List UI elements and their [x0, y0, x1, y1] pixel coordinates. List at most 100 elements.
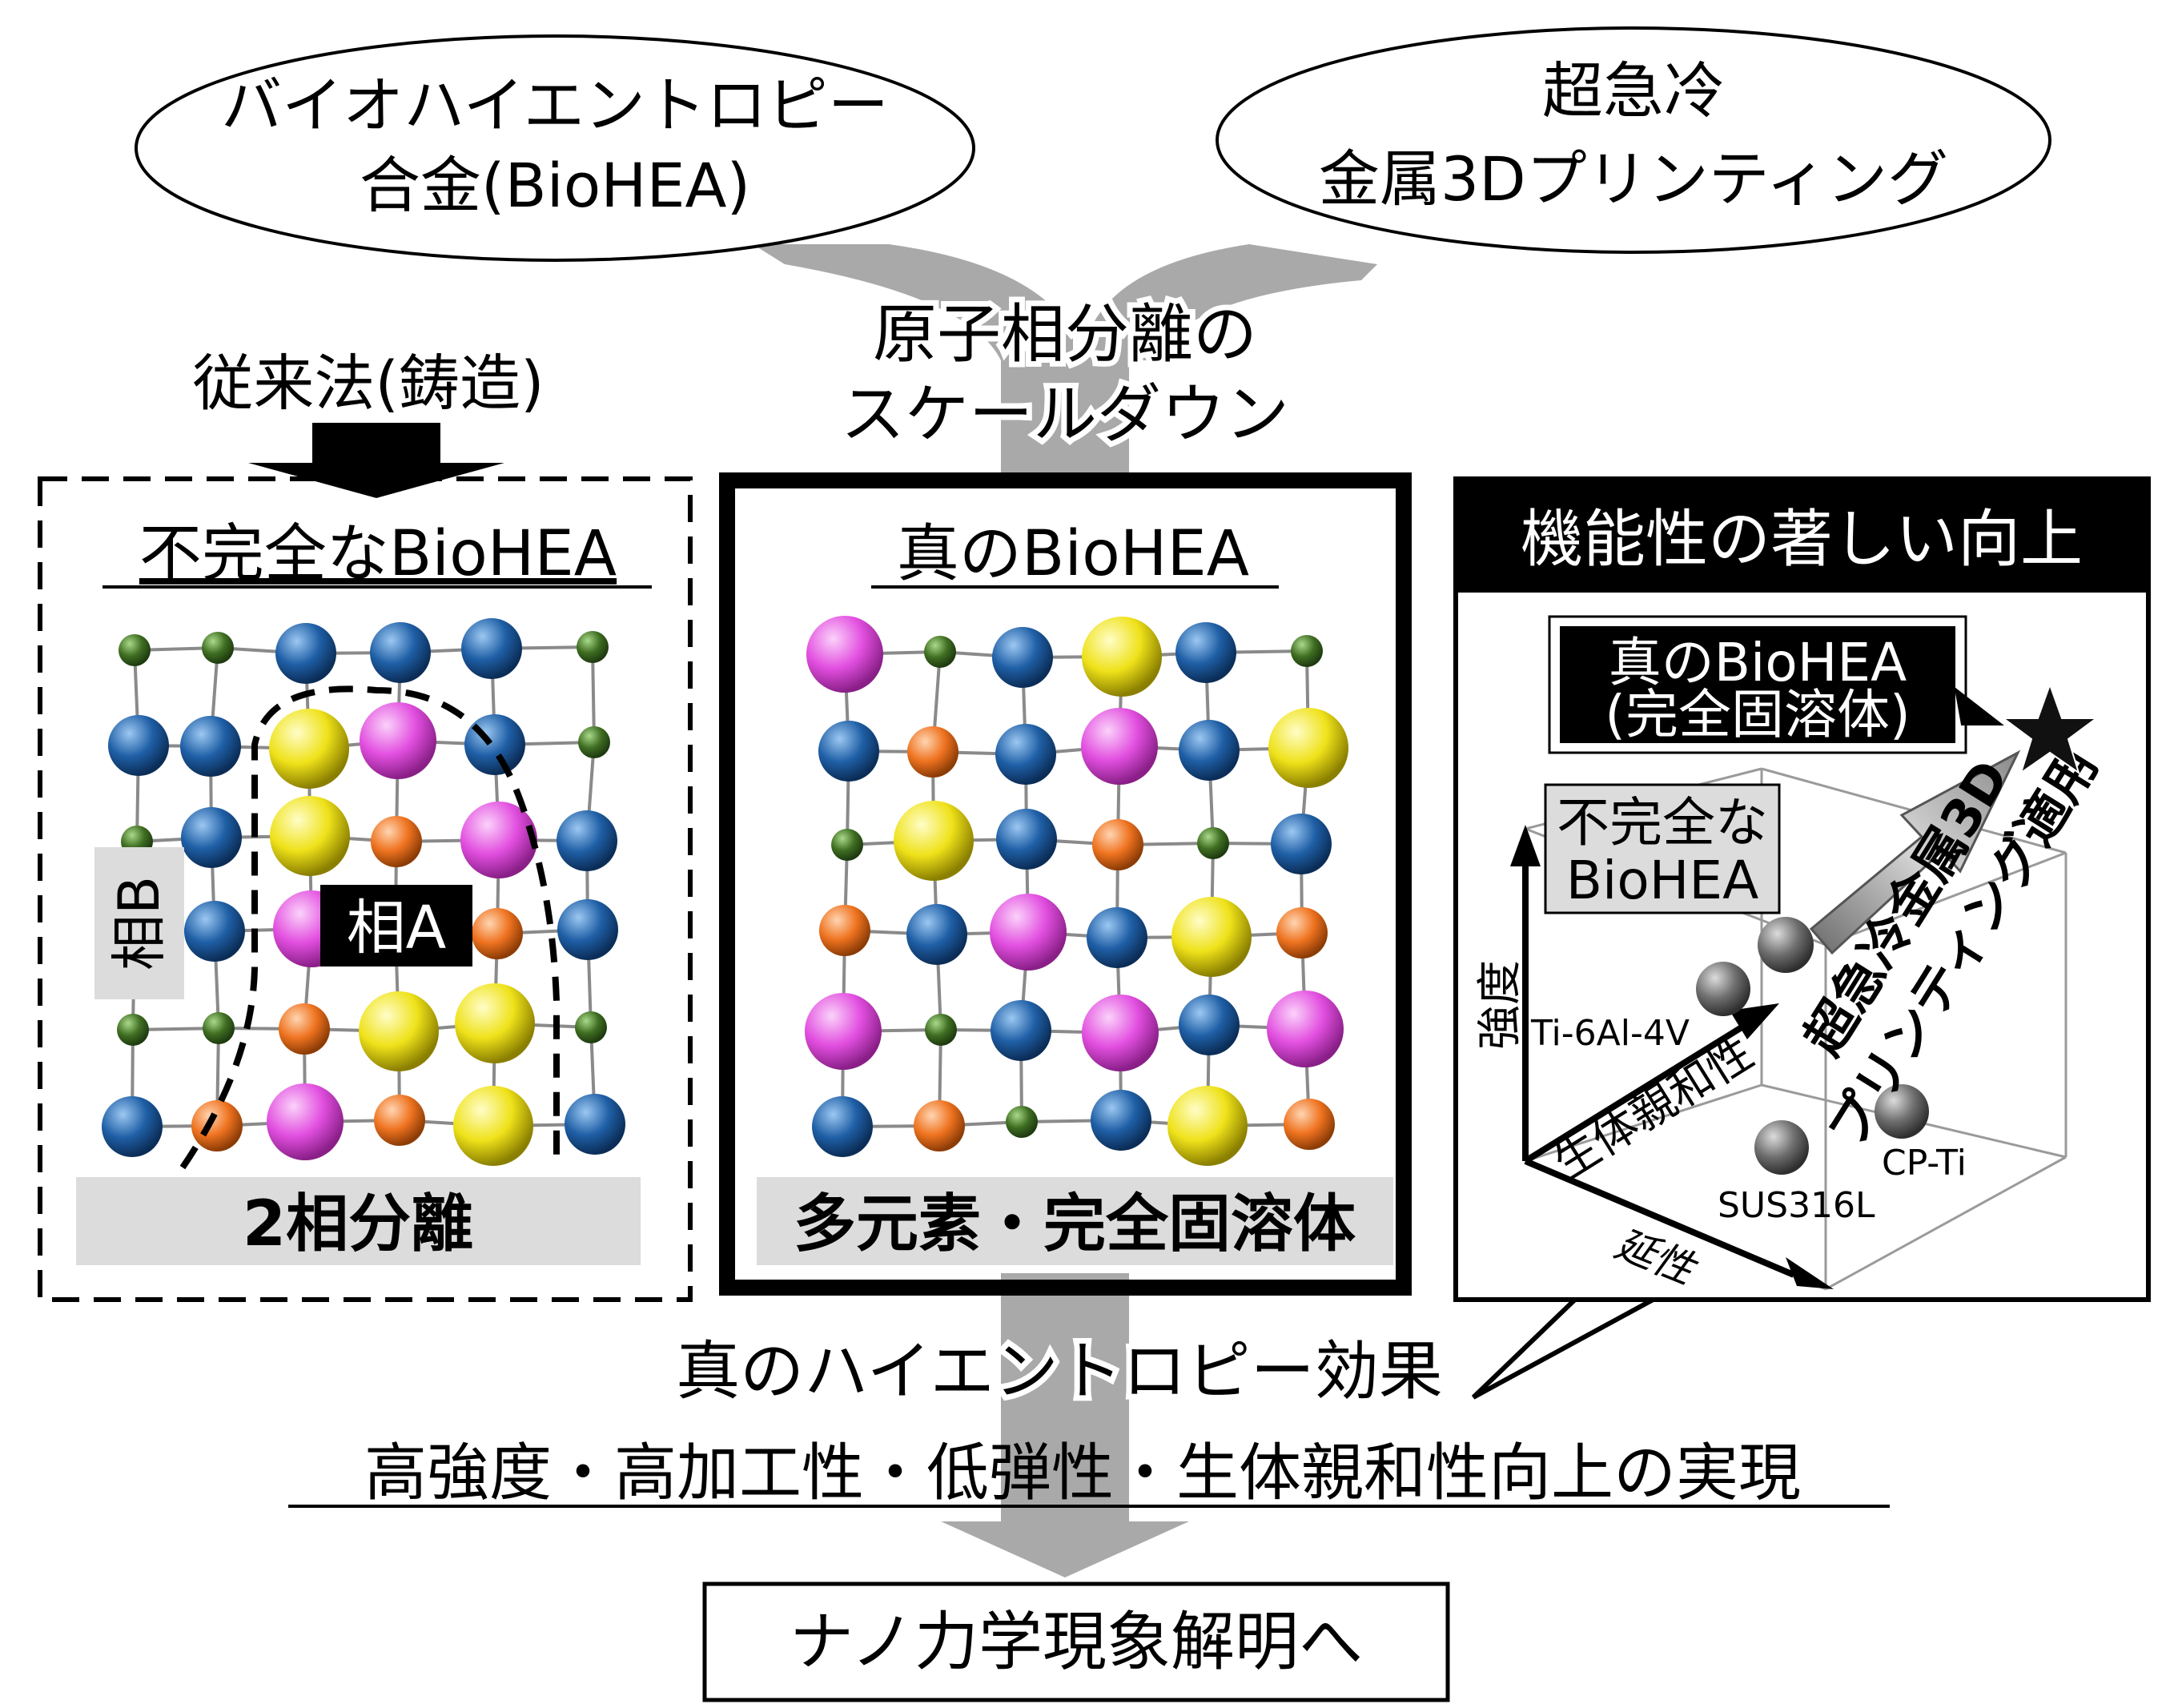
green-atom — [577, 631, 609, 663]
left-panel-border — [38, 476, 693, 1302]
left-panel-title: 不完全なBioHEA — [139, 518, 617, 590]
final-box: ナノ力学現象解明へ — [702, 1581, 1450, 1702]
center-panel-border — [719, 472, 1412, 1296]
blue-atom — [818, 721, 879, 782]
flow-arrows — [753, 244, 1377, 1577]
orange-atom — [819, 905, 870, 956]
true-biohea-callout: 真のBioHEA (完全固溶体) — [1548, 615, 2004, 754]
orange-atom — [1092, 819, 1143, 870]
flow-arrow-stem-lower — [1001, 1273, 1129, 1529]
label-cpti: CP-Ti — [1882, 1143, 1967, 1184]
blue-atom — [995, 724, 1056, 785]
orange-atom — [279, 1003, 330, 1055]
blue-atom — [557, 810, 617, 871]
final-label: ナノ力学現象解明へ — [790, 1605, 1363, 1679]
green-atom — [117, 1014, 149, 1046]
blue-atom — [1087, 907, 1147, 968]
blue-atom — [102, 1096, 163, 1157]
scaledown-line1: 原子相分離の — [873, 297, 1257, 372]
yellow-atom — [1171, 897, 1252, 977]
blue-atom — [108, 715, 169, 776]
green-atom — [1197, 827, 1229, 859]
biohea-ellipse-line2: 合金(BioHEA) — [360, 150, 750, 221]
center-lattice — [805, 616, 1348, 1166]
star-icon — [2000, 682, 2100, 775]
phase-a-label: 相A — [320, 885, 472, 967]
rapid-ellipse-line2: 金属3Dプリンティング — [1319, 143, 1948, 215]
speech-bubble-tail — [1471, 1295, 1659, 1400]
incomplete-biohea-line2: BioHEA — [1566, 850, 1758, 911]
blue-atom — [275, 623, 336, 684]
blue-atom — [184, 901, 245, 962]
rapid-3d-ellipse: 超急冷 金属3Dプリンティング — [1216, 26, 2051, 254]
center-panel: 真のBioHEA 多元素・完全固溶体 — [719, 472, 1412, 1296]
effect-label: 真のハイエントロピー効果 — [676, 1334, 1443, 1409]
orange-atom — [914, 1100, 965, 1151]
orange-atom — [907, 726, 958, 778]
yellow-atom — [455, 983, 535, 1063]
orange-atom — [191, 1100, 243, 1151]
orange-atom — [1284, 1099, 1335, 1150]
blue-atom — [991, 1000, 1051, 1061]
yellow-atom — [453, 1086, 533, 1166]
right-panel-header: 機能性の著しい向上 — [1521, 504, 2083, 576]
blue-atom — [565, 1094, 625, 1155]
yellow-atom — [359, 991, 439, 1071]
improvement-arrow — [1809, 750, 2021, 955]
flow-arrow-left-branch — [753, 244, 1073, 360]
green-atom — [1291, 635, 1323, 667]
yellow-atom — [1082, 617, 1162, 697]
phase-a-text: 相A — [347, 894, 447, 963]
orange-atom — [1276, 907, 1328, 958]
green-atom — [119, 634, 151, 666]
axis-biocompat — [1523, 1003, 1779, 1164]
magenta-atom — [460, 802, 537, 878]
blue-atom — [1179, 995, 1240, 1055]
orange-atom — [472, 908, 523, 959]
magenta-atom — [806, 616, 883, 693]
green-atom — [831, 829, 863, 861]
sphere-cpti — [1875, 1084, 1929, 1139]
realization-label: 高強度・高加工性・低弾性・生体親和性向上の実現 — [364, 1437, 1801, 1509]
green-atom — [924, 636, 956, 668]
right-panel-header-bg — [1456, 479, 2148, 593]
yellow-atom — [269, 709, 349, 789]
magenta-atom — [805, 993, 882, 1070]
left-footer-bg — [76, 1177, 641, 1265]
sphere-incomplete-biohea — [1758, 917, 1814, 973]
axis-strength-label: 強度 — [1474, 960, 1526, 1050]
blue-atom — [180, 716, 241, 777]
incomplete-biohea-line1: 不完全な — [1557, 792, 1768, 854]
magenta-atom — [360, 702, 436, 779]
callout-line2: (完全固溶体) — [1605, 684, 1911, 745]
blue-atom — [812, 1096, 873, 1157]
orange-atom — [374, 1095, 425, 1146]
left-lattice — [102, 618, 625, 1166]
biohea-ellipse: バイオハイエントロピー 合金(BioHEA) — [135, 34, 975, 262]
blue-atom — [370, 622, 431, 683]
rapid-ellipse-line1: 超急冷 — [1542, 55, 1725, 127]
magenta-atom — [1081, 708, 1158, 785]
green-atom — [575, 1011, 607, 1043]
incomplete-biohea-box — [1544, 783, 1781, 914]
label-sus316l: SUS316L — [1718, 1185, 1875, 1226]
flow-arrow-stem-upper — [1001, 352, 1129, 480]
blue-atom — [992, 627, 1053, 688]
blue-atom — [557, 899, 618, 960]
yellow-atom — [1167, 1086, 1248, 1166]
orange-atom — [371, 816, 422, 867]
green-atom — [925, 1014, 957, 1046]
magenta-atom — [990, 894, 1067, 971]
green-atom — [202, 632, 234, 664]
magenta-atom — [267, 1083, 344, 1160]
blue-atom — [181, 807, 242, 868]
left-footer-text: 2相分離 — [243, 1188, 473, 1260]
sphere-ti64 — [1696, 962, 1750, 1016]
axis-ductility — [1524, 1158, 1834, 1289]
sphere-sus316l — [1754, 1120, 1809, 1175]
blue-atom — [1271, 814, 1332, 874]
center-footer-text: 多元素・完全固溶体 — [794, 1188, 1356, 1260]
left-panel: 不完全なBioHEA 相B 相A 2相分離 — [38, 476, 693, 1302]
phase-b-text: 相B — [106, 876, 172, 971]
conventional-label: 従来法(鋳造) — [192, 348, 544, 419]
